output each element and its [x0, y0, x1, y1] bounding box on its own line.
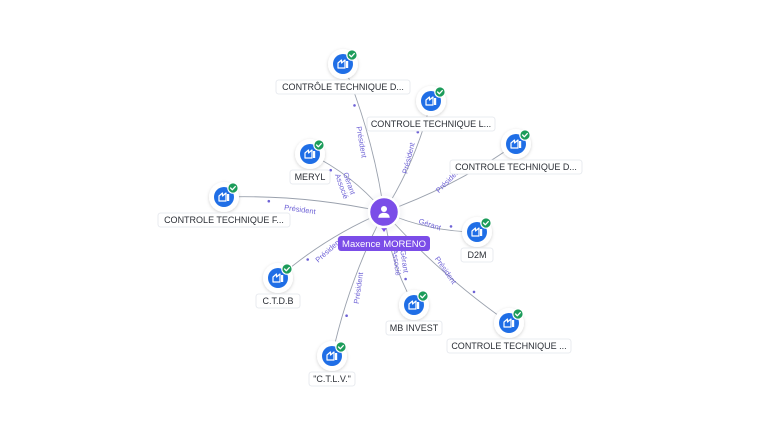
edge-label-text: Président [433, 255, 459, 287]
edge-arrow [345, 314, 348, 318]
verified-check-icon [434, 86, 446, 98]
edge-label: Gérant [418, 217, 443, 233]
company-label-bg [275, 79, 411, 95]
edge-label: Président [352, 271, 365, 305]
edge-arrow [404, 277, 407, 281]
edge-label-text: Président [284, 203, 318, 216]
company-label-bg [308, 371, 356, 387]
company-label-bg [446, 338, 572, 354]
building-icon [408, 300, 420, 310]
verified-check-icon [346, 49, 358, 61]
company-node[interactable]: MERYL [289, 139, 331, 185]
company-name: MERYL [295, 172, 326, 182]
company-node[interactable]: CONTRÔLE TECHNIQUE D... [275, 49, 411, 95]
building-icon [471, 227, 483, 237]
verified-check-icon [281, 263, 293, 275]
verified-check-icon [512, 308, 524, 320]
building-icon [326, 351, 338, 361]
company-label-bg [366, 116, 496, 132]
edge-arrow [306, 258, 310, 261]
company-name: CONTROLE TECHNIQUE ... [451, 341, 566, 351]
company-node[interactable]: CONTROLE TECHNIQUE ... [446, 308, 572, 354]
edge-arrow [267, 199, 271, 203]
company-name: CONTROLE TECHNIQUE D... [455, 162, 577, 172]
edge-label-text: Président [400, 141, 417, 175]
edge-label-text: Gérant [418, 217, 443, 233]
company-name: CONTROLE TECHNIQUE F... [164, 215, 284, 225]
verified-check-icon [480, 217, 492, 229]
edge-arrow [353, 104, 356, 107]
company-node[interactable]: CONTROLE TECHNIQUE D... [449, 129, 583, 175]
edge-label-text: Président [352, 271, 365, 305]
company-node[interactable]: C.T.D.B [255, 263, 301, 309]
company-label-bg [255, 293, 301, 309]
verified-check-icon [227, 182, 239, 194]
building-icon [503, 318, 515, 328]
company-node[interactable]: CONTROLE TECHNIQUE F... [157, 182, 291, 228]
company-name: MB INVEST [390, 323, 439, 333]
company-name: D2M [467, 250, 486, 260]
building-icon [272, 273, 284, 283]
edge-label: Président [284, 203, 318, 216]
building-icon [304, 149, 316, 159]
building-icon [510, 139, 522, 149]
company-node[interactable]: MB INVEST [385, 290, 443, 336]
verified-check-icon [417, 290, 429, 302]
edge-arrow [472, 290, 476, 294]
person-icon [378, 206, 390, 218]
company-label-bg [157, 212, 291, 228]
company-name: C.T.D.B [262, 296, 293, 306]
building-icon [425, 96, 437, 106]
verified-check-icon [335, 341, 347, 353]
edge-label-text: Gérant [398, 249, 410, 274]
building-icon [337, 59, 349, 69]
verified-check-icon [313, 139, 325, 151]
company-node[interactable]: D2M [460, 217, 494, 263]
company-name: CONTRÔLE TECHNIQUE D... [282, 82, 404, 92]
company-name: CONTROLE TECHNIQUE L... [371, 119, 491, 129]
edge-arrow [449, 225, 453, 228]
edge-label-text: Associé [390, 249, 403, 276]
company-node[interactable]: "C.T.L.V." [308, 341, 356, 387]
center-label-bg [338, 236, 430, 251]
edge-label: Président [400, 141, 417, 175]
company-label-bg [289, 169, 331, 185]
company-node[interactable]: CONTROLE TECHNIQUE L... [366, 86, 496, 132]
company-label-bg [460, 247, 494, 263]
center-name: Maxence MORENO [342, 239, 426, 250]
company-name: "C.T.L.V." [313, 374, 351, 384]
center-node[interactable]: Maxence MORENO [338, 191, 430, 251]
edge-arrow [416, 130, 420, 134]
company-label-bg [449, 159, 583, 175]
building-icon [218, 192, 230, 202]
company-label-bg [385, 320, 443, 336]
verified-check-icon [519, 129, 531, 141]
nodes-layer: CONTRÔLE TECHNIQUE D... CONTROLE TECHNIQU… [157, 49, 583, 387]
edge-label: Président [433, 255, 459, 287]
